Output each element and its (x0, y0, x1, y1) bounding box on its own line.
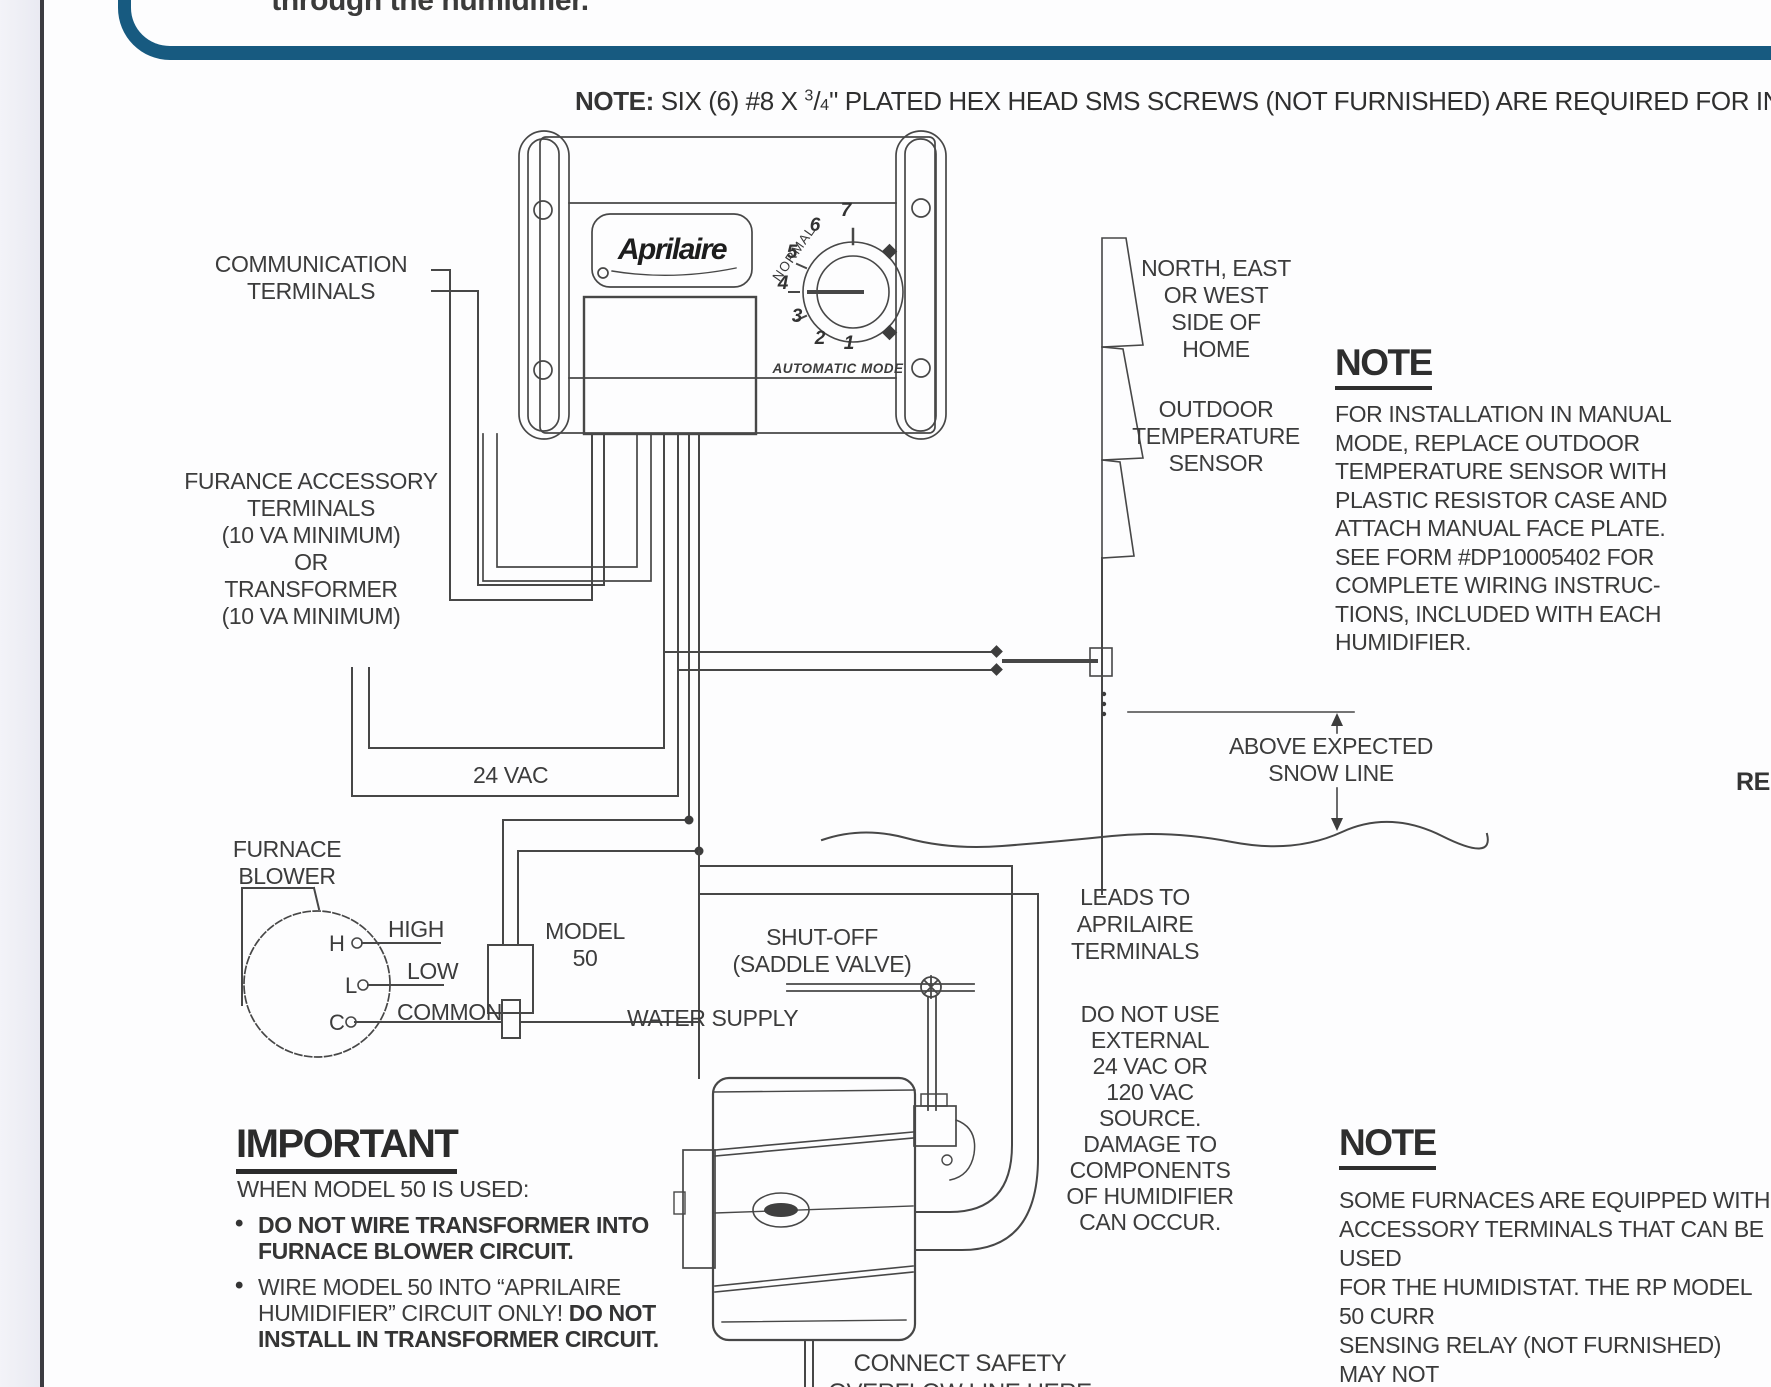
page-edge-line (40, 0, 44, 1387)
transformer-wire-1 (368, 433, 665, 749)
humidifier-drawing (673, 1076, 976, 1387)
leads-label: LEADS TO APRILAIRE TERMINALS (1070, 884, 1200, 964)
model50-drawing (487, 944, 534, 1039)
leads-wire-1 (698, 865, 1013, 1213)
bullet-2-line-2: HUMIDIFIER” CIRCUIT ONLY! DO NOT (258, 1300, 656, 1326)
model50-wire-2 (517, 433, 700, 946)
bullet-2-dot: • (235, 1272, 244, 1299)
communication-terminals-label: COMMUNICATION TERMINALS (214, 251, 408, 304)
note-manual-body: FOR INSTALLATION IN MANUAL MODE, REPLACE… (1335, 401, 1672, 655)
leads-wire-2 (698, 893, 1039, 1251)
water-line-drawing (786, 975, 975, 1111)
screws-note: NOTE: SIX (6) #8 X 3/4" PLATED HEX HEAD … (575, 86, 1771, 116)
page-edge-strip (0, 0, 40, 1387)
connect-safety-label: CONNECT SAFETY OVERFLOW LINE HERE (828, 1350, 1092, 1387)
furnace-accessory-label: FURANCE ACCESSORY TERMINALS (10 VA MINIM… (184, 468, 438, 629)
furnace-blower-drawing (241, 886, 391, 1058)
dial-number-2: 2 (814, 328, 826, 349)
home-side-label: NORTH, EAST OR WEST SIDE OF HOME (1141, 255, 1291, 362)
snow-line-label: ABOVE EXPECTED SNOW LINE (1228, 733, 1434, 786)
terminal-c-label: C (329, 1010, 345, 1035)
bullet-1-line-2: FURNACE BLOWER CIRCUIT. (258, 1238, 574, 1264)
dial-number-6: 6 (809, 215, 821, 236)
terminal-h-label: H (329, 931, 345, 956)
common-label: COMMON (397, 999, 502, 1025)
bullet-1-line-1: DO NOT WIRE TRANSFORMER INTO (258, 1212, 649, 1238)
aprilaire-logo-text: Aprilaire (617, 233, 728, 266)
shutoff-label: SHUT-OFF (SADDLE VALVE) (732, 924, 912, 977)
re-cut-text: RE (1736, 768, 1770, 796)
important-title: IMPORTANT (236, 1122, 459, 1174)
model50-label: MODEL 50 (545, 918, 625, 971)
callout-text: through the humidifier. (271, 0, 589, 17)
automatic-mode-label: AUTOMATIC MODE (772, 361, 904, 376)
bullet-1-dot: • (235, 1210, 244, 1237)
communication-wire-2 (431, 290, 605, 586)
transformer-wire-2 (351, 433, 679, 797)
dial-number-5: 5 (786, 242, 798, 263)
siding-sensor-drawing (1002, 237, 1144, 831)
important-intro: WHEN MODEL 50 IS USED: (237, 1176, 529, 1202)
dial-number-7: 7 (840, 200, 852, 221)
dial-number-3: 3 (791, 306, 803, 327)
note-manual-title: NOTE (1335, 342, 1433, 390)
note-furnace-body: SOME FURNACES ARE EQUIPPED WITH ACCESSOR… (1339, 1187, 1771, 1387)
low-label: LOW (407, 958, 459, 984)
terminal-l-label: L (345, 973, 357, 998)
screws-note-label: NOTE: (575, 86, 654, 116)
dial-number-1: 1 (843, 333, 855, 354)
model50-wire-1 (502, 433, 690, 946)
bullet-2-line-1: WIRE MODEL 50 INTO “APRILAIRE (258, 1274, 621, 1300)
bullet-2-line-3: INSTALL IN TRANSFORMER CIRCUIT. (258, 1326, 659, 1352)
24vac-label: 24 VAC (473, 762, 549, 788)
wiring-lines (351, 269, 1103, 1251)
furnace-blower-label: FURNACE BLOWER (232, 836, 342, 889)
water-supply-label: WATER SUPPLY (627, 1005, 799, 1031)
note-furnace-title: NOTE (1339, 1122, 1437, 1170)
communication-wire-1 (431, 269, 593, 601)
humidistat-drawing (482, 130, 947, 582)
ground-line (820, 820, 1489, 850)
outdoor-sensor-label: OUTDOOR TEMPERATURE SENSOR (1132, 396, 1300, 476)
do-not-use-warning: DO NOT USE EXTERNAL 24 VAC OR 120 VAC SO… (1066, 1001, 1234, 1235)
dial-number-4: 4 (777, 273, 789, 294)
high-label: HIGH (388, 916, 444, 942)
snowline-dimension (1127, 711, 1355, 831)
